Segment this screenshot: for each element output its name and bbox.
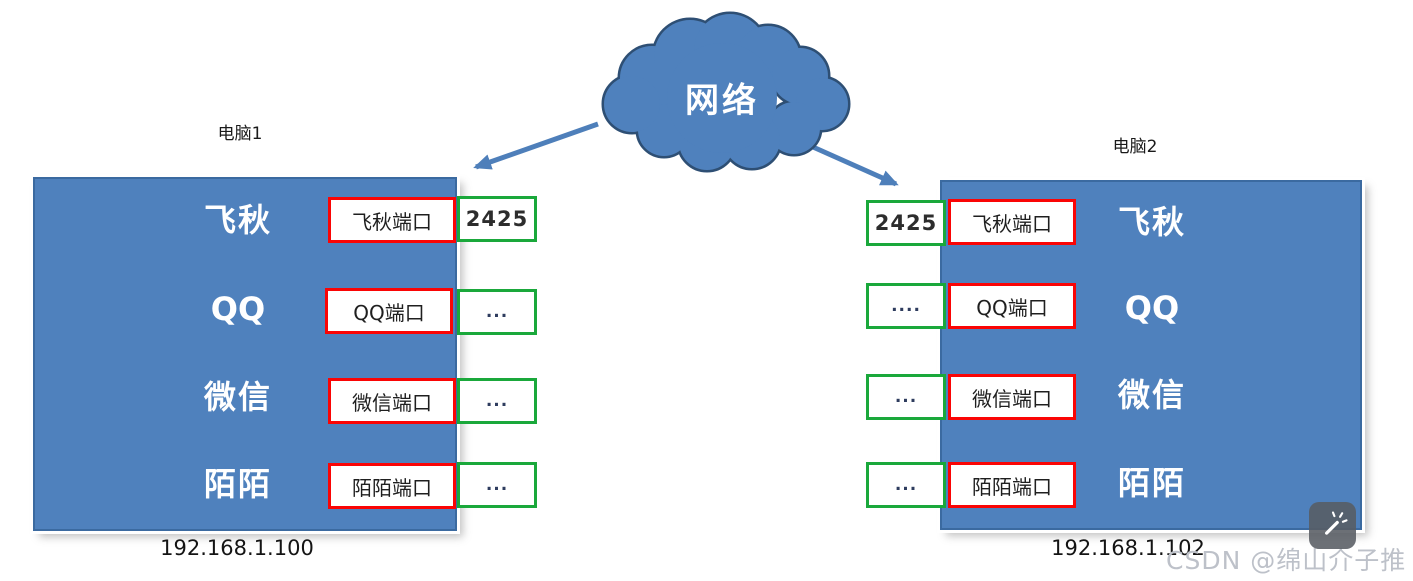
port-value-box: 2425: [457, 196, 537, 242]
app-label: 飞秋: [203, 201, 272, 239]
computer-2-title: 电脑2: [1112, 137, 1158, 157]
csdn-watermark: CSDN @绵山介子推: [1166, 546, 1407, 575]
computer-2-ip: 192.168.1.102: [1051, 536, 1205, 560]
port-label-box: 飞秋端口: [948, 199, 1076, 245]
computer-1-ip: 192.168.1.100: [160, 536, 314, 560]
port-value-box: 2425: [866, 200, 946, 246]
magic-wand-icon: [1324, 510, 1348, 535]
app-label: QQ: [210, 290, 266, 328]
port-value-box: ...: [866, 462, 946, 508]
app-label: 陌陌: [1117, 464, 1186, 502]
computer-1-title: 电脑1: [217, 124, 263, 144]
port-label-box: QQ端口: [325, 288, 453, 334]
port-value-box: ...: [457, 462, 537, 508]
app-label: 微信: [1117, 376, 1186, 414]
port-label-box: QQ端口: [948, 283, 1076, 329]
port-value-box: ...: [457, 378, 537, 424]
port-label-box: 微信端口: [328, 378, 456, 424]
app-label: 陌陌: [203, 465, 272, 503]
app-label: QQ: [1124, 289, 1180, 327]
port-label-box: 陌陌端口: [328, 463, 456, 509]
magic-wand-button[interactable]: [1309, 502, 1356, 549]
port-value-box: ....: [866, 283, 946, 329]
app-label: 微信: [203, 378, 272, 416]
cloud-label: 网络: [685, 81, 759, 121]
app-label: 飞秋: [1117, 203, 1186, 241]
network-cloud: 网络: [572, 6, 862, 190]
port-label-box: 微信端口: [948, 374, 1076, 420]
port-label-box: 飞秋端口: [328, 197, 456, 243]
port-value-box: ...: [457, 289, 537, 335]
port-value-box: ...: [866, 374, 946, 420]
port-label-box: 陌陌端口: [948, 462, 1076, 508]
